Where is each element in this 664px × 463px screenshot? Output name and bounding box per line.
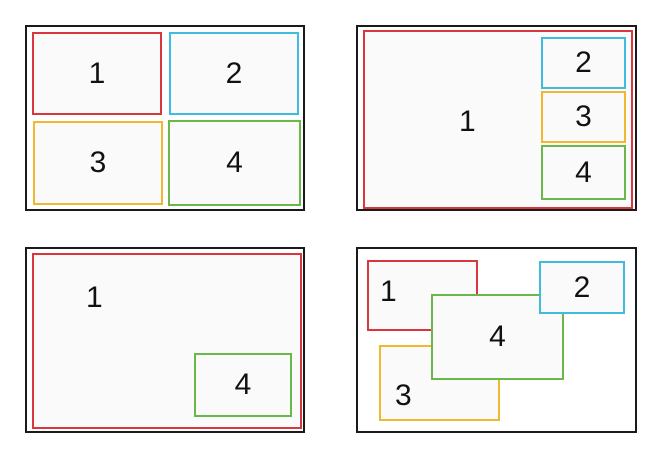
layout-grid-frame: 1 2 3 4 [25,25,305,211]
layout-floating-frame: 1 3 4 2 [356,247,637,433]
window-2[interactable]: 2 [169,32,299,115]
window-4[interactable]: 4 [168,120,301,206]
window-label: 1 [380,275,397,308]
layout-main-stack-frame: 1 2 3 4 [356,25,637,211]
window-label: 1 [459,105,476,138]
window-label: 1 [86,281,103,314]
window-2[interactable]: 2 [539,261,625,314]
window-4[interactable]: 4 [541,145,626,200]
window-label: 4 [226,146,243,179]
window-label: 3 [575,100,592,133]
window-label: 2 [575,46,592,79]
window-2[interactable]: 2 [541,37,626,89]
window-label: 3 [89,146,107,179]
window-label: 2 [573,270,591,304]
window-label: 4 [489,320,506,353]
window-4[interactable]: 4 [194,353,292,417]
window-label: 1 [88,56,106,90]
window-3[interactable]: 3 [541,91,626,143]
window-label: 2 [225,56,243,90]
layout-main-inset-frame: 1 4 [25,247,305,433]
window-label: 4 [234,368,252,401]
window-label: 4 [575,155,592,189]
window-label: 3 [395,379,412,412]
window-1[interactable]: 1 [32,32,162,115]
window-3[interactable]: 3 [33,121,163,205]
